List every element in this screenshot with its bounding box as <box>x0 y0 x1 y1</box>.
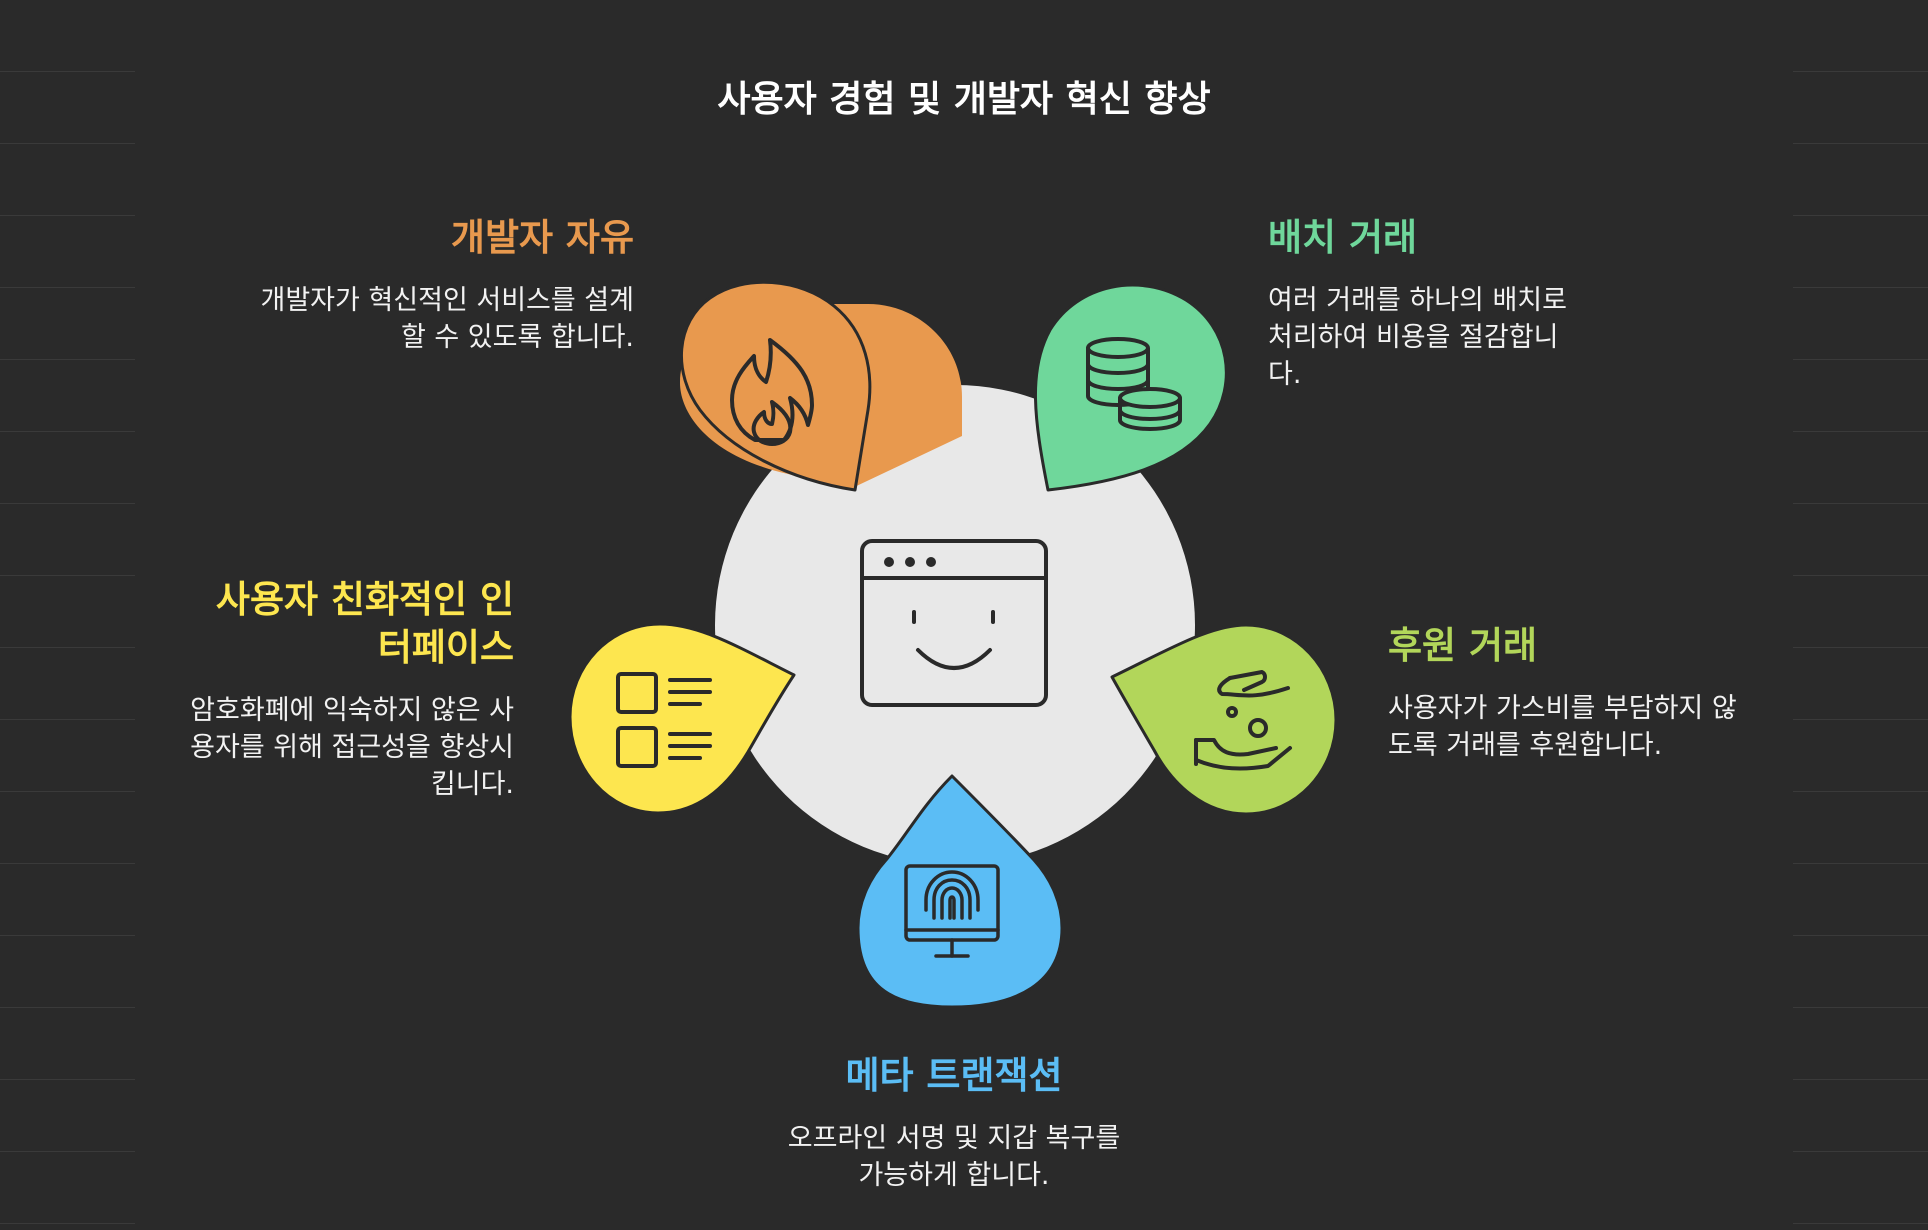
flame-icon <box>730 338 814 446</box>
block-user-friendly-interface: 사용자 친화적인 인터페이스 암호화폐에 익숙하지 않은 사용자를 위해 접근성… <box>190 576 514 803</box>
desc-developer-freedom: 개발자가 혁신적인 서비스를 설계할 수 있도록 합니다. <box>260 285 634 353</box>
heading-user-friendly-interface: 사용자 친화적인 인터페이스 <box>215 578 514 669</box>
block-sponsored-transaction: 후원 거래 사용자가 가스비를 부담하지 않도록 거래를 후원합니다. <box>1388 622 1738 764</box>
desc-meta-transaction: 오프라인 서명 및 지갑 복구를 가능하게 합니다. <box>787 1123 1121 1191</box>
fingerprint-monitor-icon <box>904 864 1000 958</box>
page-title: 사용자 경험 및 개발자 혁신 향상 <box>717 79 1211 120</box>
smiling-browser-icon <box>860 539 1048 707</box>
heading-sponsored-transaction: 후원 거래 <box>1388 624 1538 667</box>
left-decorative-lines <box>0 0 135 1230</box>
center-circle <box>715 385 1195 865</box>
desc-user-friendly-interface: 암호화폐에 익숙하지 않은 사용자를 위해 접근성을 향상시킵니다. <box>190 695 514 800</box>
heading-batch-transaction: 배치 거래 <box>1268 216 1418 259</box>
block-meta-transaction: 메타 트랜잭션 오프라인 서명 및 지갑 복구를 가능하게 합니다. <box>782 1052 1126 1194</box>
desc-batch-transaction: 여러 거래를 하나의 배치로 처리하여 비용을 절감합니다. <box>1268 285 1567 390</box>
desc-sponsored-transaction: 사용자가 가스비를 부담하지 않도록 거래를 후원합니다. <box>1388 693 1737 761</box>
right-decorative-lines <box>1793 0 1928 1230</box>
drop-lime <box>1110 623 1338 816</box>
block-batch-transaction: 배치 거래 여러 거래를 하나의 배치로 처리하여 비용을 절감합니다. <box>1268 214 1588 393</box>
block-developer-freedom: 개발자 자유 개발자가 혁신적인 서비스를 설계할 수 있도록 합니다. <box>240 214 634 356</box>
heading-developer-freedom: 개발자 자유 <box>450 216 634 259</box>
heading-meta-transaction: 메타 트랜잭션 <box>845 1054 1063 1097</box>
hand-coin-icon <box>1194 670 1292 771</box>
checklist-icon <box>616 672 712 768</box>
coins-icon <box>1086 337 1182 432</box>
drop-orange <box>680 280 872 492</box>
